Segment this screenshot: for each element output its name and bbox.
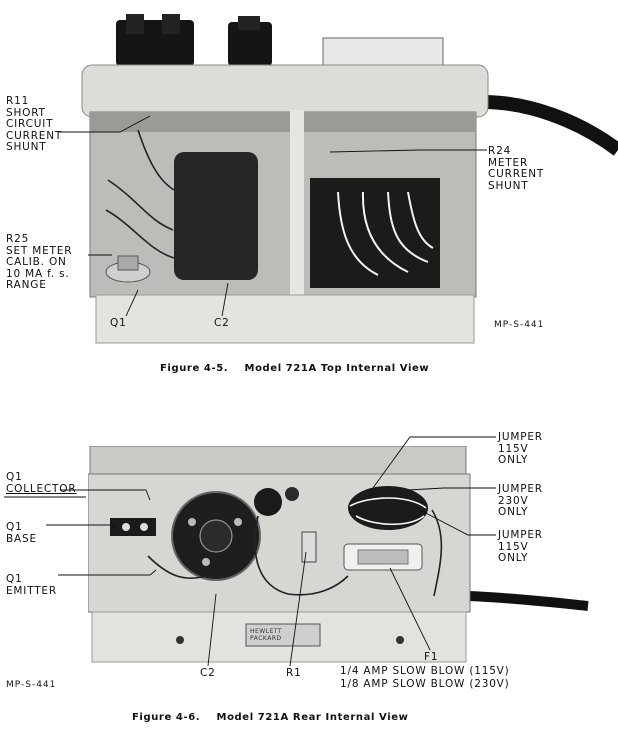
label-r1: R1 [286,667,302,679]
top-internal-view-photo [81,14,618,344]
nameplate [245,623,321,647]
transistor-q1 [110,518,156,536]
label-jumper-230: JUMPER 230V ONLY [498,483,543,518]
figure-4-6-caption: Figure 4-6. Model 721A Rear Internal Vie… [132,712,409,723]
nameplate-text: HEWLETT PACKARD [250,628,283,642]
fuse-rating-230v: 1/8 AMP SLOW BLOW (230V) [340,678,510,690]
label-f1: F1 [424,651,439,663]
label-r11: R11 SHORT CIRCUIT CURRENT SHUNT [6,95,63,153]
label-q1-emitter: Q1 EMITTER [6,573,57,597]
label-r24: R24 METER CURRENT SHUNT [488,145,545,192]
label-jumper-115-bottom: JUMPER 115V ONLY [498,529,543,564]
plate-code-rear: MP-S-441 [6,680,57,690]
figure-4-5-caption: Figure 4-5. Model 721A Top Internal View [160,363,430,374]
rear-internal-view-photo [88,446,589,663]
label-q1-base: Q1 BASE [6,521,37,545]
label-c2-top: C2 [214,317,230,329]
plate-code-top: MP-S-441 [494,320,545,330]
leader-lines-rear [4,436,496,667]
capacitor-c2 [174,152,258,280]
jumper-block [348,486,428,530]
label-q1-collector: Q1 COLLECTOR [6,471,77,495]
leader-lines-top [58,115,487,317]
control-knobs [116,14,272,66]
label-jumper-115-top: JUMPER 115V ONLY [498,431,543,466]
front-lower-panel [95,294,475,344]
label-r25: R25 SET METER CALIB. ON 10 MA f. s. RANG… [6,233,73,291]
label-c2-rear: C2 [200,667,216,679]
label-q1-top: Q1 [110,317,127,329]
power-cable [482,95,618,156]
power-cable-rear [467,591,589,611]
fuse-rating-115v: 1/4 AMP SLOW BLOW (115V) [340,665,510,677]
